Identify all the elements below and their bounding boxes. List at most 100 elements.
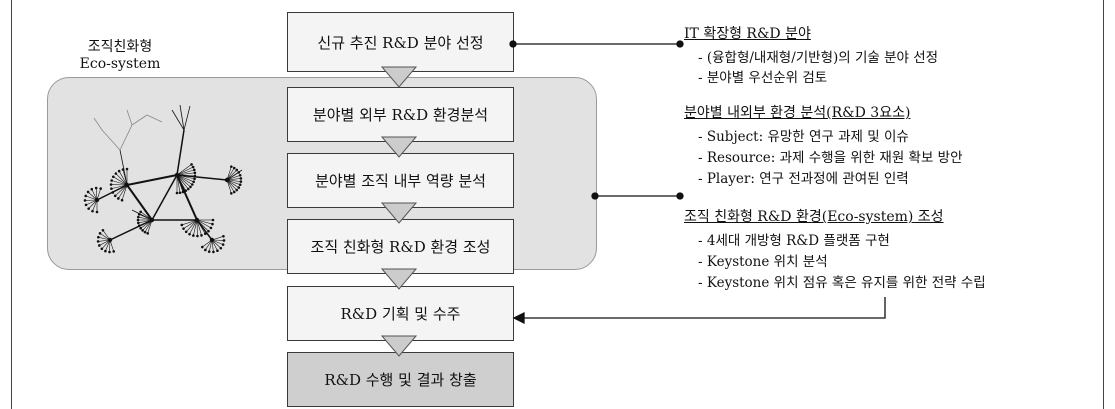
network-node bbox=[111, 175, 115, 179]
network-node bbox=[137, 221, 140, 225]
network-node bbox=[139, 226, 142, 230]
network-edge bbox=[226, 179, 232, 194]
network-hub bbox=[174, 172, 180, 178]
down-arrow-icon bbox=[381, 66, 417, 88]
network-edge bbox=[226, 167, 235, 181]
network-node bbox=[90, 187, 94, 191]
note-item: - Subject: 유망한 연구 과제 및 이슈 bbox=[698, 129, 909, 145]
network-edge bbox=[226, 179, 241, 185]
network-node bbox=[95, 210, 99, 214]
network-edge bbox=[111, 184, 128, 189]
network-edge bbox=[138, 216, 153, 221]
network-node bbox=[110, 179, 113, 182]
network-edge bbox=[226, 172, 239, 181]
network-edge bbox=[122, 169, 128, 186]
network-node bbox=[94, 186, 98, 190]
note-heading-ecosystem: 조직 친화형 R&D 환경(Eco-system) 조성 bbox=[684, 209, 944, 225]
ecosystem-label-line2: Eco-system bbox=[79, 56, 161, 72]
down-arrow-icon bbox=[381, 136, 417, 158]
network-node bbox=[91, 209, 94, 213]
network-node bbox=[239, 177, 243, 180]
network-edge bbox=[176, 174, 189, 190]
network-node bbox=[196, 234, 199, 238]
network-edge bbox=[176, 174, 193, 185]
network-edge bbox=[118, 170, 128, 186]
network-node bbox=[192, 234, 195, 237]
network-node bbox=[87, 207, 90, 210]
connector-dot bbox=[676, 192, 684, 200]
network-edge bbox=[176, 166, 194, 176]
network-node bbox=[96, 240, 100, 243]
network-node bbox=[181, 190, 185, 194]
network-node bbox=[212, 250, 215, 254]
network-node bbox=[143, 230, 147, 234]
network-node bbox=[188, 232, 191, 236]
network-node bbox=[186, 187, 190, 191]
network-hub bbox=[209, 237, 215, 243]
ecosystem-label-line1: 조직친화형 bbox=[87, 39, 153, 55]
network-edge bbox=[176, 174, 195, 177]
network-edge bbox=[115, 184, 128, 197]
note-item: - 4세대 개방형 R&D 플랫폼 구현 bbox=[698, 233, 890, 249]
note-item: - Player: 연구 전과정에 관여된 인력 bbox=[698, 171, 909, 187]
network-node bbox=[207, 250, 211, 253]
network-edge bbox=[226, 179, 241, 182]
network-node bbox=[175, 191, 179, 195]
network-node bbox=[180, 223, 184, 227]
flow-step-3: 분야별 조직 내부 역량 분석 bbox=[287, 153, 514, 208]
network-node bbox=[190, 183, 194, 186]
feedback-line bbox=[520, 297, 886, 319]
network-node bbox=[200, 234, 203, 237]
down-arrow-icon bbox=[381, 335, 417, 357]
network-node bbox=[230, 192, 233, 195]
network-edge bbox=[226, 166, 232, 181]
network-edge bbox=[176, 169, 195, 176]
network-edge bbox=[176, 164, 192, 176]
network-hub bbox=[149, 217, 155, 223]
network-node bbox=[239, 180, 243, 183]
network-node bbox=[112, 250, 116, 253]
network-edge bbox=[140, 211, 153, 221]
network-node bbox=[108, 250, 111, 254]
connector-dot bbox=[676, 40, 684, 48]
network-edge bbox=[115, 173, 128, 186]
network-node bbox=[146, 232, 149, 235]
network-node bbox=[193, 174, 197, 178]
network-edge bbox=[176, 172, 195, 176]
network-node bbox=[137, 215, 140, 219]
network-node bbox=[211, 218, 215, 222]
network-edge bbox=[176, 174, 187, 191]
network-edge bbox=[138, 219, 153, 224]
network-node bbox=[207, 229, 210, 233]
network-node bbox=[237, 186, 241, 189]
network-edge bbox=[196, 219, 202, 236]
network-edge bbox=[118, 184, 128, 199]
network-node bbox=[136, 218, 140, 222]
network-edge bbox=[226, 179, 235, 193]
network-node bbox=[97, 235, 100, 239]
flow-step-1: 신규 추진 R&D 분야 선정 bbox=[287, 12, 514, 72]
network-hub bbox=[94, 197, 100, 203]
connector-dot bbox=[509, 40, 517, 48]
network-edge bbox=[196, 219, 212, 229]
network-node bbox=[203, 232, 207, 236]
network-edge bbox=[226, 179, 237, 191]
network-node bbox=[222, 234, 225, 238]
network-edge bbox=[189, 219, 198, 235]
note-item: - (융합형/내재형/기반형)의 기술 분야 선정 bbox=[698, 50, 939, 66]
network-node bbox=[86, 190, 90, 194]
network-edge bbox=[113, 176, 128, 186]
network-hub bbox=[194, 217, 200, 223]
network-edge bbox=[176, 174, 195, 180]
note-heading-it-expansion: IT 확장형 R&D 분야 bbox=[684, 26, 811, 42]
flow-step-5: R&D 기획 및 수주 bbox=[287, 286, 514, 341]
network-node bbox=[114, 172, 118, 175]
network-node bbox=[100, 247, 104, 251]
network-node bbox=[232, 166, 236, 170]
network-edge bbox=[196, 219, 209, 232]
connector-dot bbox=[591, 192, 599, 200]
network-edge bbox=[226, 178, 241, 181]
network-edge bbox=[176, 174, 194, 183]
note-item: - 분야별 우선순위 검토 bbox=[698, 70, 828, 86]
